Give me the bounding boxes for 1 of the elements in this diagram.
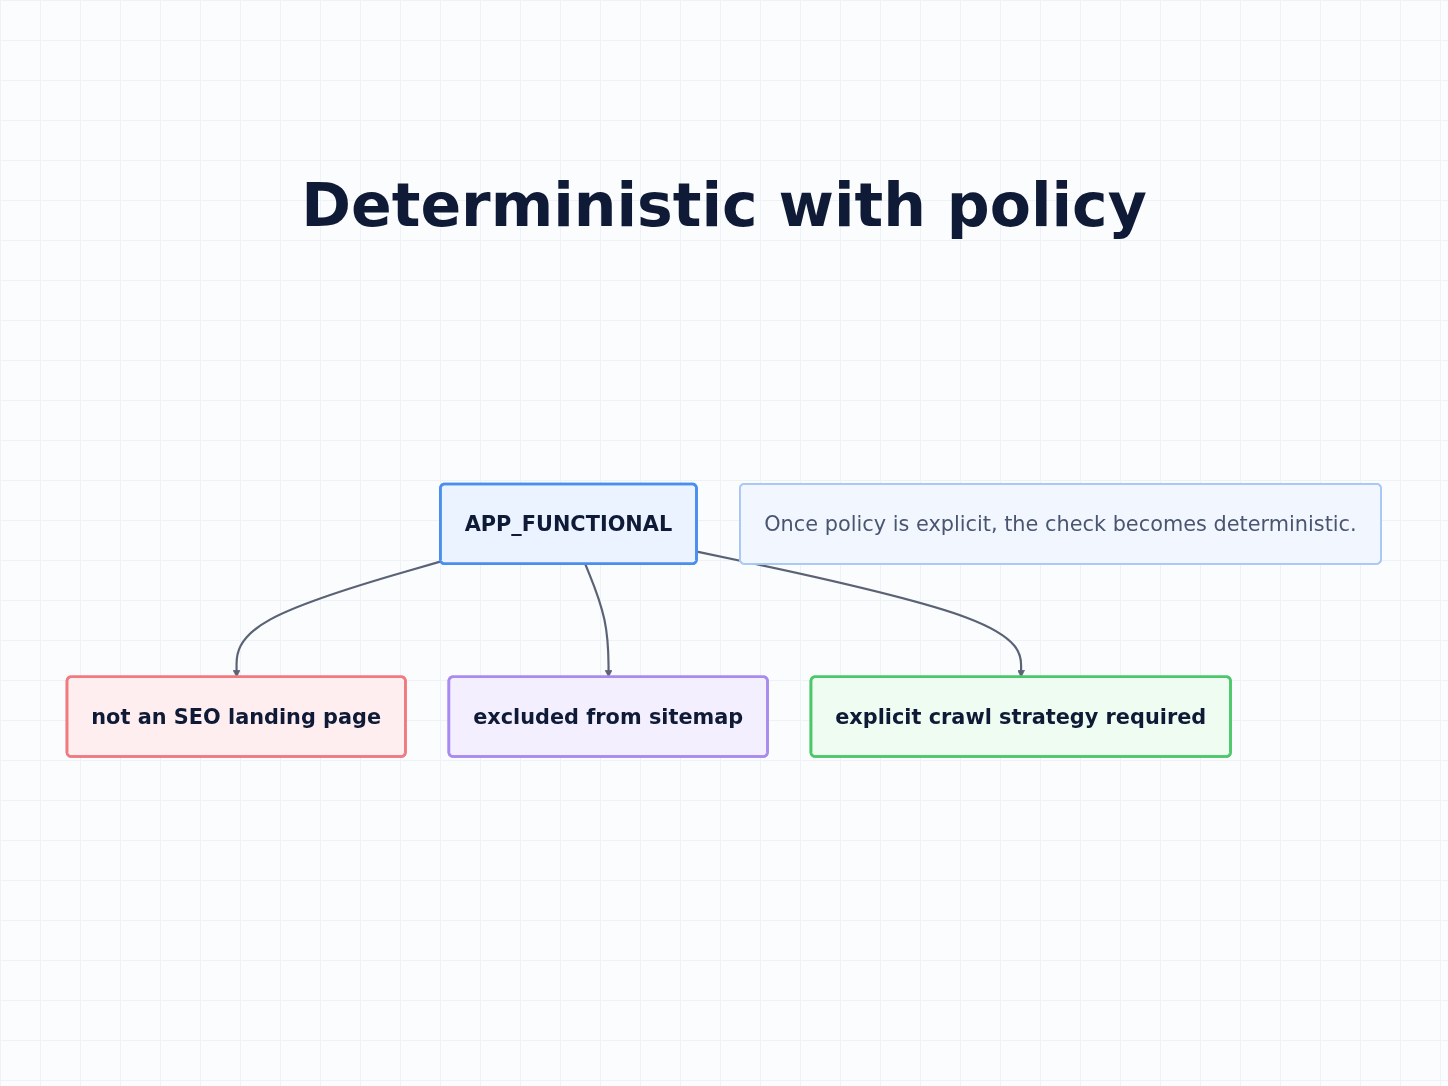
diagram-title: Deterministic with policy [300, 170, 1148, 240]
